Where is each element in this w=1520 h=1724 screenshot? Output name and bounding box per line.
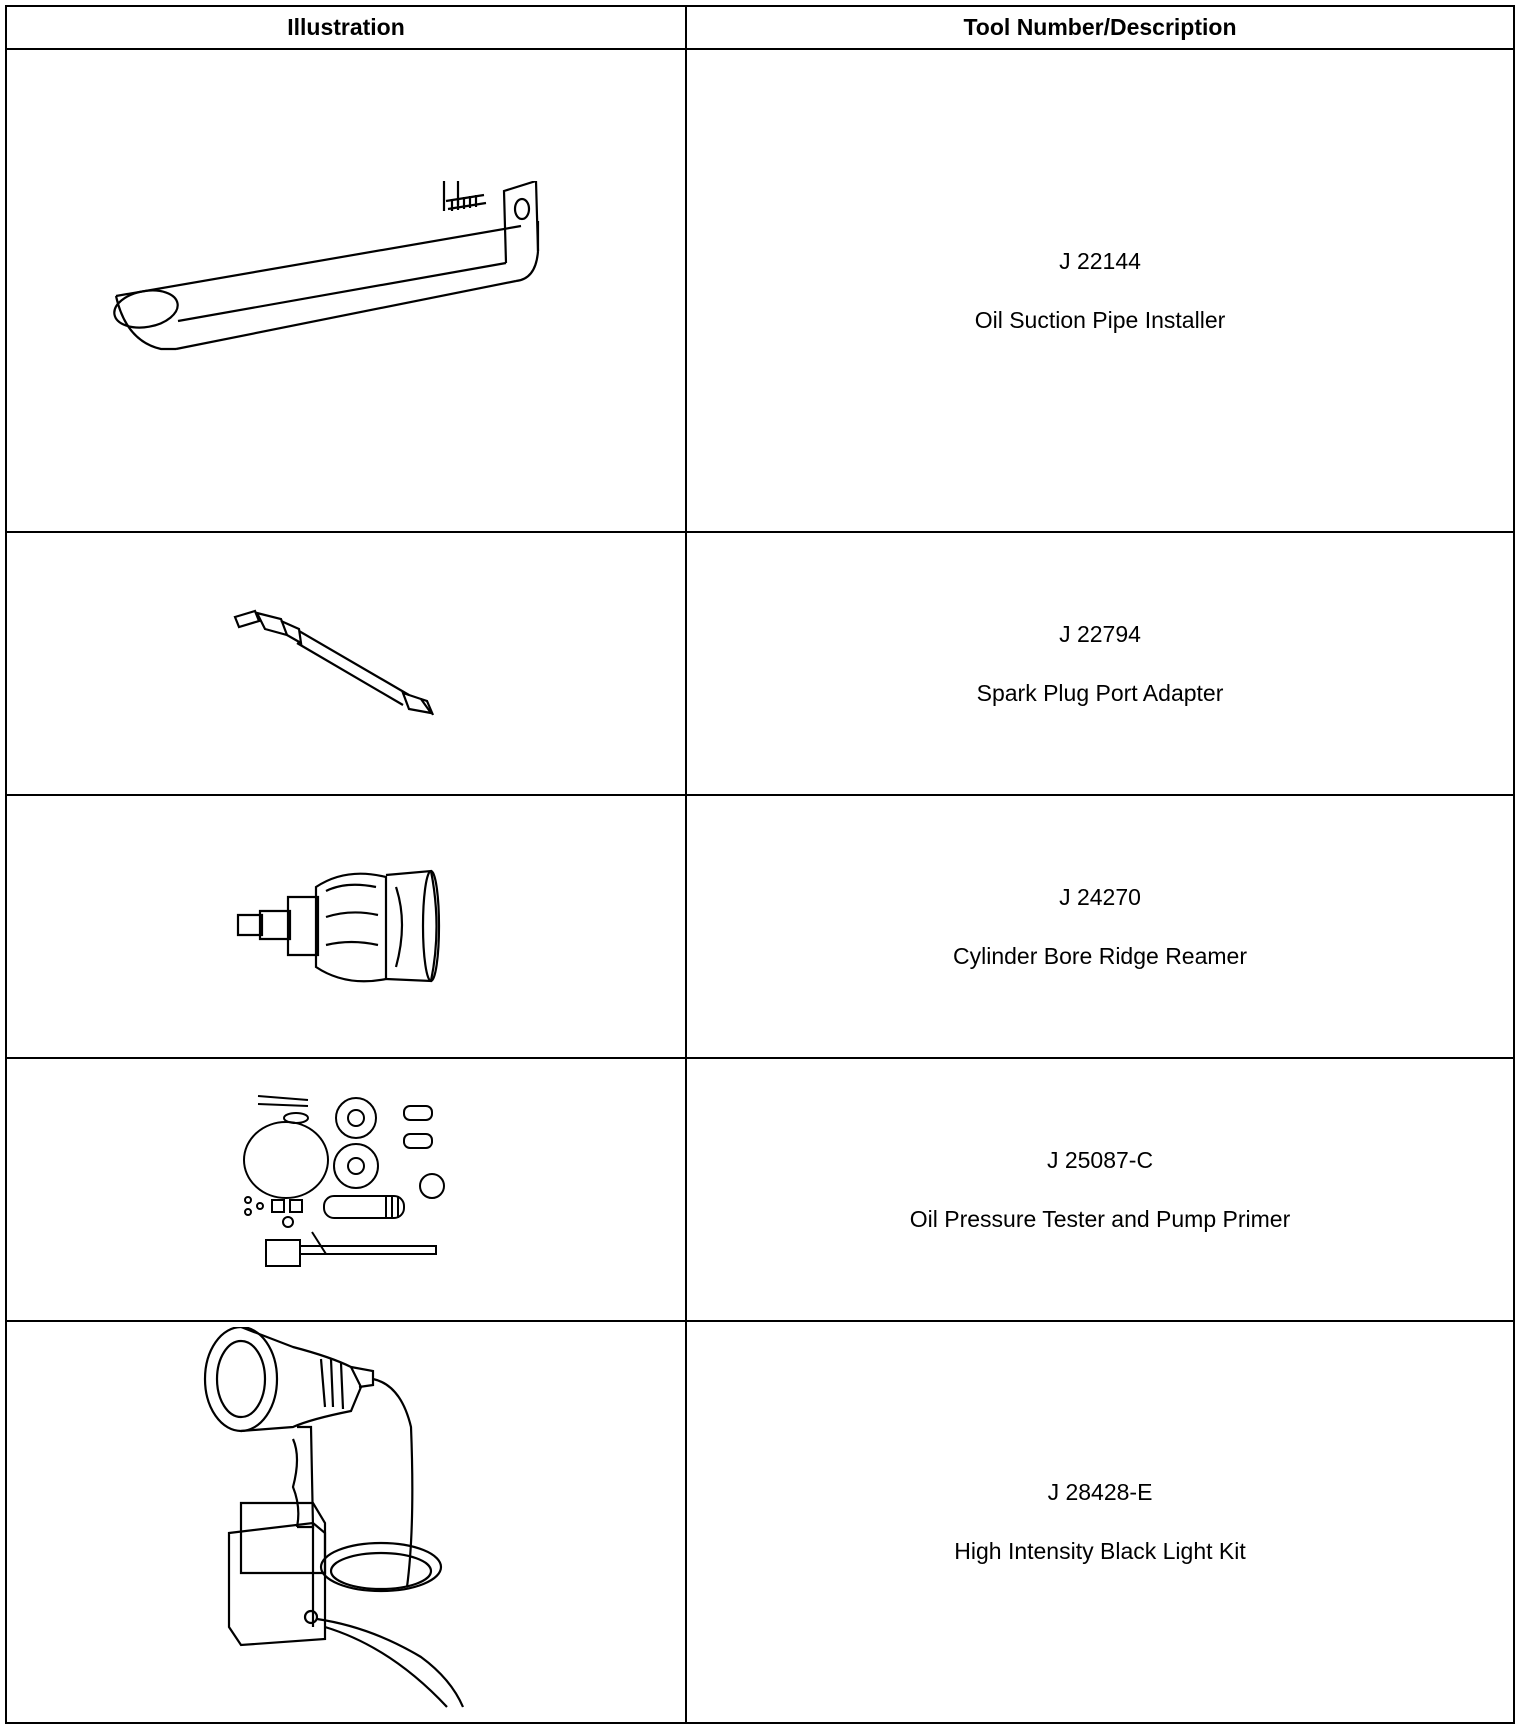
description-cell: J 22794 Spark Plug Port Adapter (685, 531, 1515, 796)
illustration-cell (5, 1320, 687, 1724)
tool-description: Spark Plug Port Adapter (976, 679, 1224, 706)
table-row: J 24270 Cylinder Bore Ridge Reamer (5, 794, 1515, 1059)
tool-number: J 24270 (1059, 883, 1141, 910)
illustration-cell (5, 1057, 687, 1322)
description-cell: J 28428-E High Intensity Black Light Kit (685, 1320, 1515, 1724)
table-row: J 22794 Spark Plug Port Adapter (5, 531, 1515, 796)
black-light-kit-illustration-icon (201, 1327, 491, 1717)
oil-pressure-tester-kit-illustration-icon (236, 1090, 456, 1290)
illustration-cell (5, 48, 687, 533)
illustration-cell (5, 531, 687, 796)
oil-suction-pipe-installer-illustration-icon (106, 181, 586, 401)
tool-description: Oil Suction Pipe Installer (974, 306, 1226, 333)
tool-description: Cylinder Bore Ridge Reamer (952, 942, 1247, 969)
table-row: J 28428-E High Intensity Black Light Kit (5, 1320, 1515, 1724)
header-row: Illustration Tool Number/Description (5, 5, 1515, 50)
description-cell: J 22144 Oil Suction Pipe Installer (685, 48, 1515, 533)
spark-plug-port-adapter-illustration-icon (231, 609, 461, 719)
tool-number: J 28428-E (1047, 1479, 1153, 1505)
tool-description: High Intensity Black Light Kit (954, 1538, 1246, 1564)
table-row: J 25087-C Oil Pressure Tester and Pump P… (5, 1057, 1515, 1322)
tool-table: Illustration Tool Number/Description (5, 5, 1515, 1724)
cylinder-bore-ridge-reamer-illustration-icon (236, 867, 456, 987)
tool-description: Oil Pressure Tester and Pump Primer (909, 1205, 1291, 1232)
illustration-cell (5, 794, 687, 1059)
tool-number: J 25087-C (1046, 1146, 1154, 1173)
tool-number: J 22144 (1059, 247, 1141, 274)
table-row: J 22144 Oil Suction Pipe Installer (5, 48, 1515, 533)
tool-number: J 22794 (1059, 620, 1141, 647)
description-cell: J 25087-C Oil Pressure Tester and Pump P… (685, 1057, 1515, 1322)
description-cell: J 24270 Cylinder Bore Ridge Reamer (685, 794, 1515, 1059)
header-illustration: Illustration (5, 5, 687, 50)
header-tool-description: Tool Number/Description (685, 5, 1515, 50)
